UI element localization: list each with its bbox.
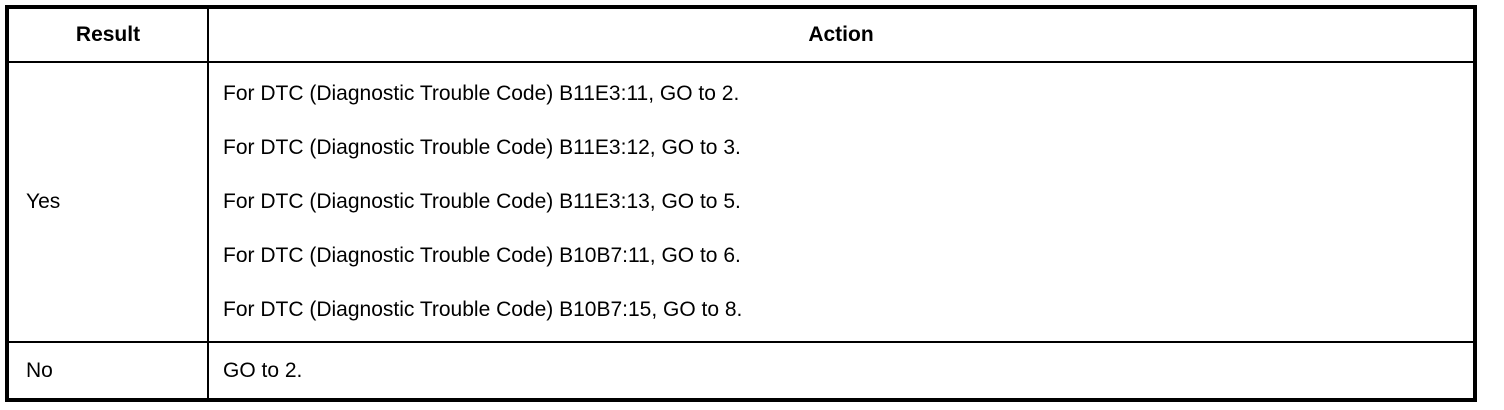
result-column-header: Result [9,9,209,63]
action-line: For DTC (Diagnostic Trouble Code) B11E3:… [223,82,740,105]
action-line: GO to 2. [223,358,303,382]
action-column-header: Action [209,9,1473,63]
action-line: For DTC (Diagnostic Trouble Code) B10B7:… [223,244,741,267]
action-header-label: Action [808,23,874,46]
result-action-table: Result Action Yes For DTC (Diagnostic Tr… [5,5,1477,402]
action-line: For DTC (Diagnostic Trouble Code) B11E3:… [223,190,741,213]
result-header-label: Result [75,23,141,46]
action-line: For DTC (Diagnostic Trouble Code) B11E3:… [223,136,741,159]
table-row-yes-result-cell: Yes [9,63,209,343]
action-line: For DTC (Diagnostic Trouble Code) B10B7:… [223,298,743,321]
result-value: No [26,358,53,382]
table-row-no-result-cell: No [9,343,209,398]
table-row-no-action-cell: GO to 2. [209,343,1473,398]
table-row-yes-action-cell: For DTC (Diagnostic Trouble Code) B11E3:… [209,63,1473,343]
result-value: Yes [26,190,61,213]
